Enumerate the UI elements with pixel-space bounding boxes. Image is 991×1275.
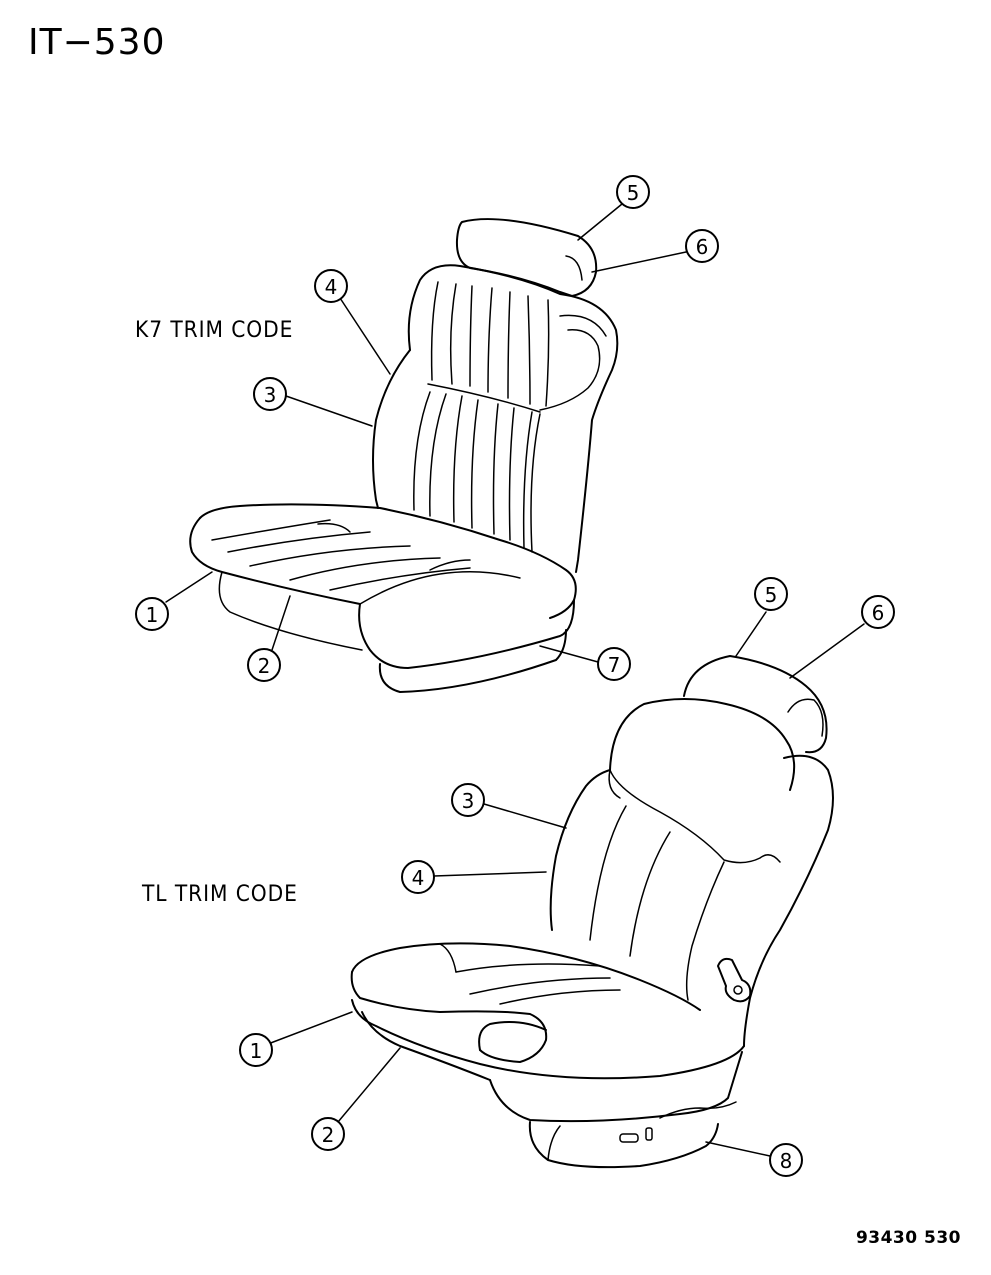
tl-callout-1: 1 (239, 1033, 273, 1067)
tl-callout-4-label: 4 (412, 866, 425, 890)
k7-leader-lines (165, 203, 687, 663)
k7-seat-drawing (189, 218, 619, 693)
tl-seatback (609, 698, 796, 791)
tl-trim-code-label: TL TRIM CODE (142, 882, 298, 907)
tl-callout-5: 5 (754, 577, 788, 611)
page-id: IT−530 (28, 22, 166, 63)
tl-callout-3-label: 3 (462, 789, 475, 813)
k7-callout-1-label: 1 (146, 603, 159, 627)
tl-callout-8-label: 8 (780, 1149, 793, 1173)
k7-callout-7: 7 (597, 647, 631, 681)
tl-seat-base (528, 1121, 719, 1169)
tl-seat-cushion (351, 942, 701, 1011)
k7-callout-1: 1 (135, 597, 169, 631)
tl-callout-2-label: 2 (322, 1123, 335, 1147)
k7-callout-7-label: 7 (608, 653, 621, 677)
tl-callout-8: 8 (769, 1143, 803, 1177)
tl-callout-2: 2 (311, 1117, 345, 1151)
tl-recliner-lever (717, 957, 752, 1003)
tl-callout-3: 3 (451, 783, 485, 817)
tl-callout-4: 4 (401, 860, 435, 894)
k7-seat-cushion (199, 503, 577, 619)
k7-callout-4-label: 4 (325, 275, 338, 299)
k7-callout-5: 5 (616, 175, 650, 209)
k7-callout-2-label: 2 (258, 654, 271, 678)
k7-callout-6: 6 (685, 229, 719, 263)
k7-trim-code-label: K7 TRIM CODE (135, 318, 294, 343)
tl-callout-5-label: 5 (765, 583, 778, 607)
k7-callout-3: 3 (253, 377, 287, 411)
tl-callout-6-label: 6 (872, 601, 885, 625)
k7-callout-2: 2 (247, 648, 281, 682)
tl-seat-drawing (350, 655, 834, 1169)
tl-callout-1-label: 1 (250, 1039, 263, 1063)
document-number: 93430 530 (855, 1228, 961, 1248)
tl-leader-lines (267, 611, 865, 1157)
seat-switch-icon (645, 1127, 653, 1141)
k7-callout-3-label: 3 (264, 383, 277, 407)
tl-headrest (683, 655, 828, 754)
k7-headrest (455, 218, 598, 297)
k7-seatback (407, 264, 619, 573)
k7-callout-4: 4 (314, 269, 348, 303)
seat-switch-icon (619, 1133, 639, 1143)
k7-callout-5-label: 5 (627, 181, 640, 205)
tl-callout-6: 6 (861, 595, 895, 629)
k7-callout-6-label: 6 (696, 235, 709, 259)
